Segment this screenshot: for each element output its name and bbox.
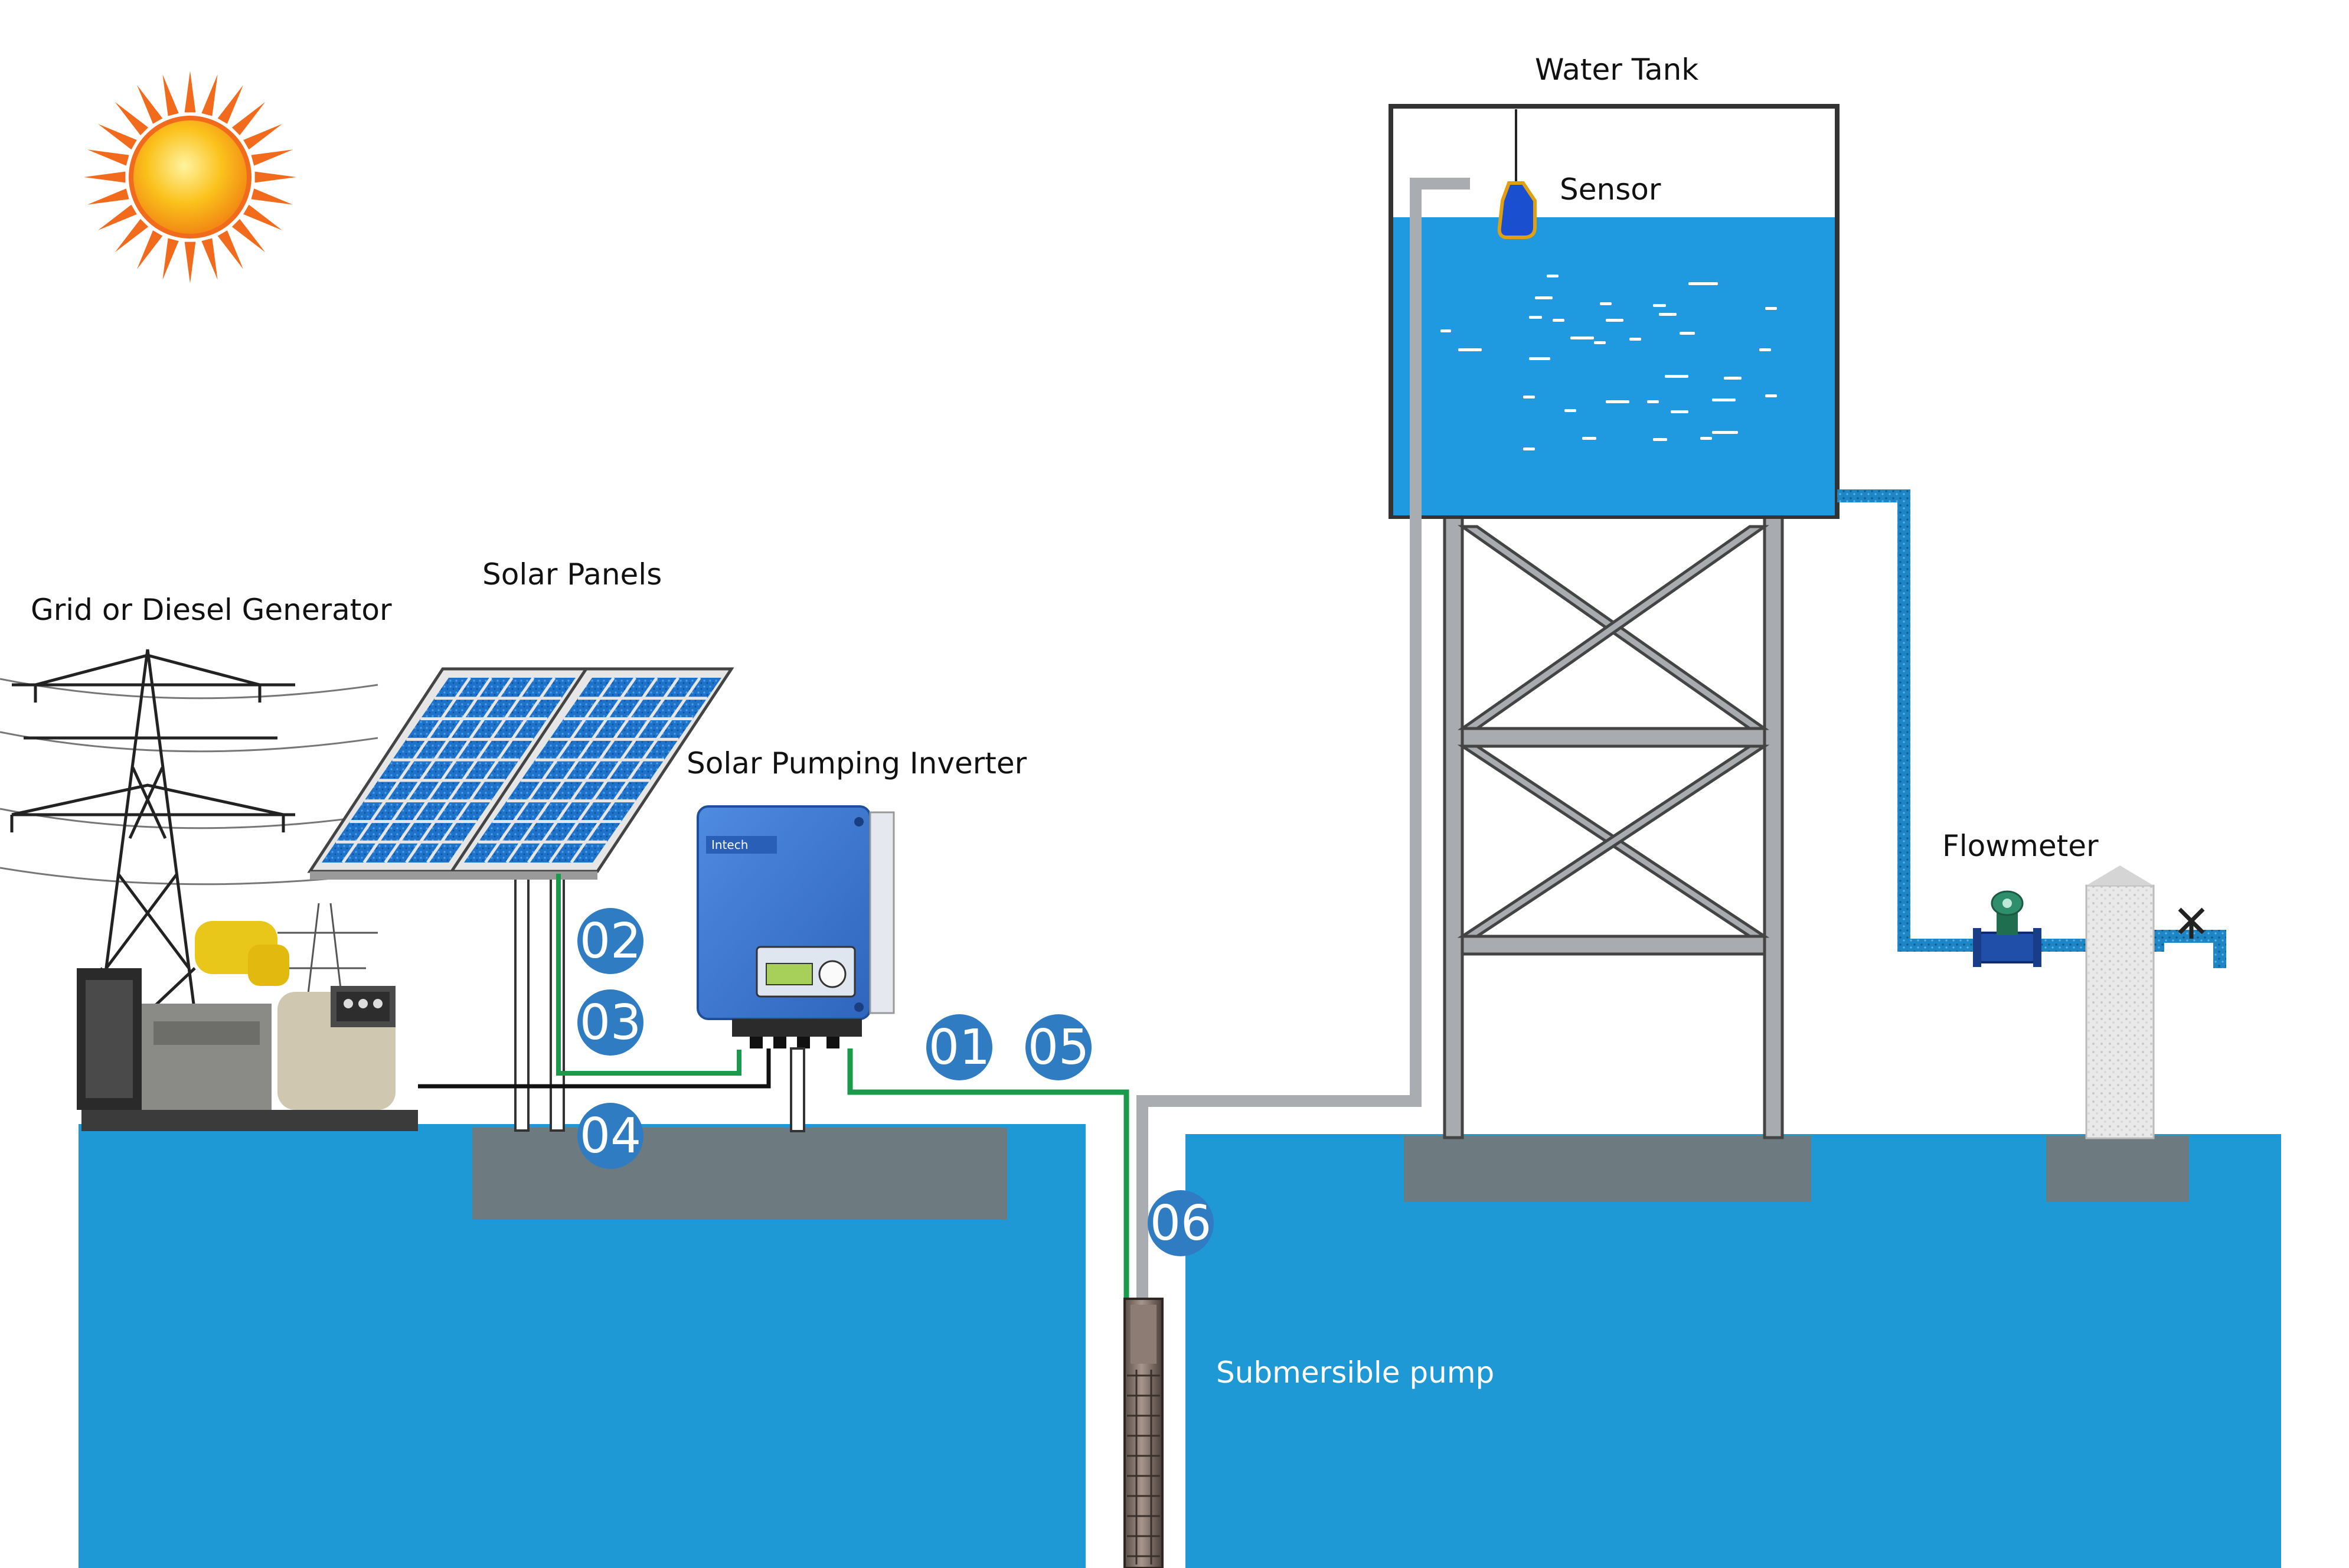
marker-05-label: 05 bbox=[1028, 1020, 1089, 1076]
inverter-brand-label: Intech bbox=[711, 838, 748, 852]
label-solar-panels: Solar Panels bbox=[482, 557, 662, 592]
label-submersible-pump: Submersible pump bbox=[1216, 1355, 1494, 1390]
float-sensor-icon bbox=[1497, 109, 1537, 239]
concrete-slab-post bbox=[2046, 1136, 2189, 1202]
faucet-valve-icon bbox=[2178, 907, 2205, 939]
solar-pumping-inverter-icon: Intech bbox=[697, 805, 895, 1048]
marker-02-label: 02 bbox=[580, 913, 641, 969]
inverter-mount-post bbox=[790, 1047, 805, 1132]
marker-04: 04 bbox=[577, 1103, 643, 1169]
label-sensor: Sensor bbox=[1560, 172, 1661, 207]
marker-04-label: 04 bbox=[580, 1108, 641, 1164]
flowmeter-icon bbox=[1973, 890, 2041, 967]
cable-panels-to-inverter bbox=[556, 874, 741, 1076]
marker-06-label: 06 bbox=[1150, 1195, 1211, 1252]
concrete-slab-tower bbox=[1404, 1136, 1811, 1202]
cable-inverter-to-pump bbox=[847, 1048, 1129, 1299]
cable-generator-to-inverter bbox=[418, 1048, 771, 1089]
label-solar-inverter: Solar Pumping Inverter bbox=[687, 746, 1027, 780]
outlet-post bbox=[2085, 865, 2155, 1139]
submersible-pump-icon bbox=[1123, 1298, 1164, 1568]
marker-05: 05 bbox=[1025, 1014, 1092, 1080]
label-water-tank: Water Tank bbox=[1535, 53, 1698, 87]
water-tank bbox=[1389, 104, 1840, 519]
concrete-slab-panels bbox=[472, 1128, 1007, 1220]
marker-03: 03 bbox=[577, 989, 643, 1056]
tower-frame bbox=[1443, 512, 1784, 1139]
pipe-inside-tank bbox=[1410, 178, 1470, 520]
diesel-generator-icon bbox=[77, 921, 418, 1131]
solar-panels-icon bbox=[307, 667, 734, 1132]
marker-01-label: 01 bbox=[929, 1020, 990, 1076]
ground-right bbox=[1185, 1134, 2281, 1568]
marker-03-label: 03 bbox=[580, 995, 641, 1051]
marker-02: 02 bbox=[577, 908, 643, 974]
label-flowmeter: Flowmeter bbox=[1942, 829, 2099, 863]
pipe-tank-to-outlet bbox=[1837, 489, 2226, 968]
label-grid-generator: Grid or Diesel Generator bbox=[31, 593, 392, 627]
marker-01: 01 bbox=[926, 1014, 992, 1080]
sun-icon bbox=[84, 71, 296, 283]
marker-06: 06 bbox=[1148, 1190, 1214, 1256]
